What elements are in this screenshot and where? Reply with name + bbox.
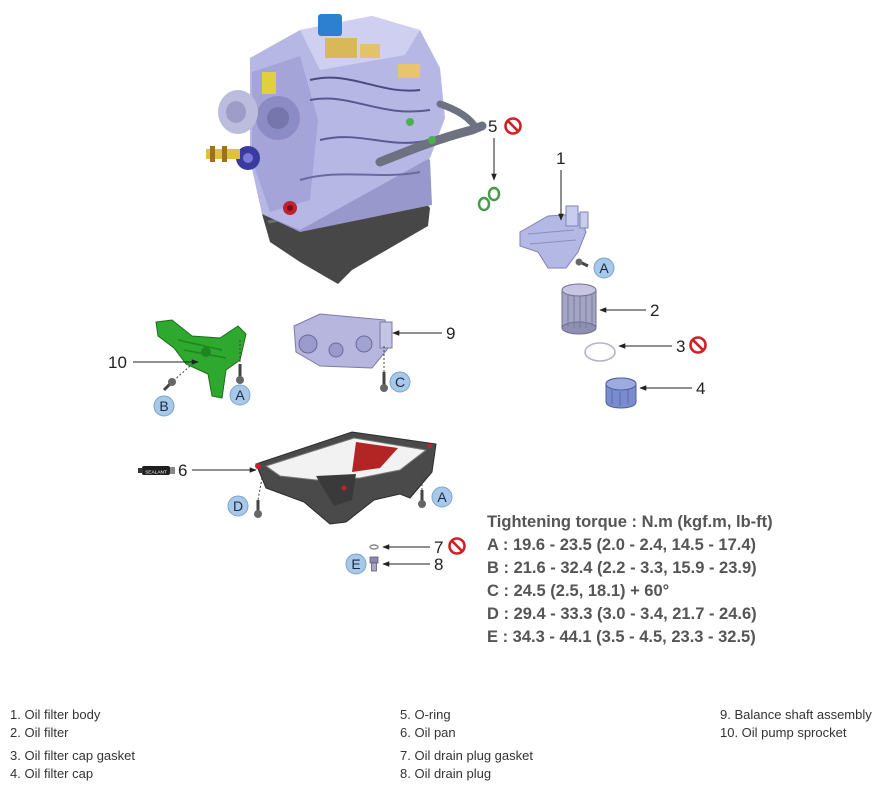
bolt-icon [575,258,589,268]
legend-column-3: 9. Balance shaft assembly 10. Oil pump s… [720,706,872,741]
callout-4: 4 [696,379,705,398]
oil-pan [255,431,437,525]
legend-item: 3. Oil filter cap gasket [10,748,135,763]
sealant-tube-label: SEALANT [145,470,167,476]
badge-b-pump: B [159,398,168,414]
prohibition-icon [504,117,522,135]
bolt-icon [418,490,426,508]
legend-item: 10. Oil pump sprocket [720,724,847,740]
torque-row-a: A : 19.6 - 23.5 (2.0 - 2.4, 14.5 - 17.4) [487,536,757,554]
prohibition-icon [448,537,466,555]
balance-shaft-assembly [293,313,393,369]
oil-filter-body [519,205,589,269]
oil-filter-cap [605,377,637,409]
torque-badge-icon: B [153,395,175,417]
bolt-icon [236,364,244,384]
badge-a-filter: A [599,260,609,276]
prohibition-icon [689,336,707,354]
o-ring-pair [477,186,501,212]
bolt-icon [162,378,176,392]
badge-c-balance: C [395,374,405,390]
callout-2: 2 [650,301,659,320]
callout-8: 8 [434,555,443,574]
legend-item: 2. Oil filter [10,724,69,740]
torque-badge-icon: A [229,384,251,406]
engine-assembly [206,14,487,284]
legend-item: 8. Oil drain plug [400,765,492,781]
oil-pump-sprocket [155,319,247,399]
callout-10: 10 [108,353,127,372]
legend-item: 1. Oil filter body [10,707,101,722]
torque-row-e: E : 34.3 - 44.1 (3.5 - 4.5, 23.3 - 32.5) [487,628,756,646]
legend-column-2: 5. O-ring 6. Oil pan 7. Oil drain plug g… [400,706,533,782]
torque-badge-icon: D [227,495,249,517]
oil-filter-cap-gasket [584,342,616,362]
oil-drain-plug [369,556,379,572]
torque-title: Tightening torque : N.m (kgf.m, lb-ft) [487,513,773,531]
legend-item: 6. Oil pan [400,724,456,740]
callout-1: 1 [556,149,565,168]
sealant-tube-icon: SEALANT [138,466,175,476]
bolt-icon [380,372,388,392]
badge-a-pan: A [437,489,447,505]
torque-badge-icon: C [389,371,411,393]
callout-3: 3 [676,337,685,356]
torque-spec-block: Tightening torque : N.m (kgf.m, lb-ft) A… [487,511,773,649]
legend-item: 7. Oil drain plug gasket [400,748,533,763]
torque-badge-icon: E [345,553,367,575]
torque-badge-icon: A [431,486,453,508]
legend-item: 5. O-ring [400,707,451,722]
legend-item: 9. Balance shaft assembly [720,707,872,722]
badge-d-pan: D [233,498,243,514]
torque-row-b: B : 21.6 - 32.4 (2.2 - 3.3, 15.9 - 23.9) [487,559,757,577]
bolt-icon [254,500,262,518]
legend-column-1: 1. Oil filter body 2. Oil filter 3. Oil … [10,706,135,782]
badge-a-pump: A [235,387,245,403]
torque-badge-icon: A [593,257,615,279]
callout-6: 6 [178,461,187,480]
legend-item: 4. Oil filter cap [10,765,94,781]
oil-drain-plug-gasket [369,544,379,550]
callout-7: 7 [434,538,443,557]
torque-row-d: D : 29.4 - 33.3 (3.0 - 3.4, 21.7 - 24.6) [487,605,757,623]
badge-e-plug: E [351,556,360,572]
callout-9: 9 [446,324,455,343]
torque-row-c: C : 24.5 (2.5, 18.1) + 60° [487,582,670,600]
oil-filter [561,283,597,335]
callout-5: 5 [488,117,497,136]
